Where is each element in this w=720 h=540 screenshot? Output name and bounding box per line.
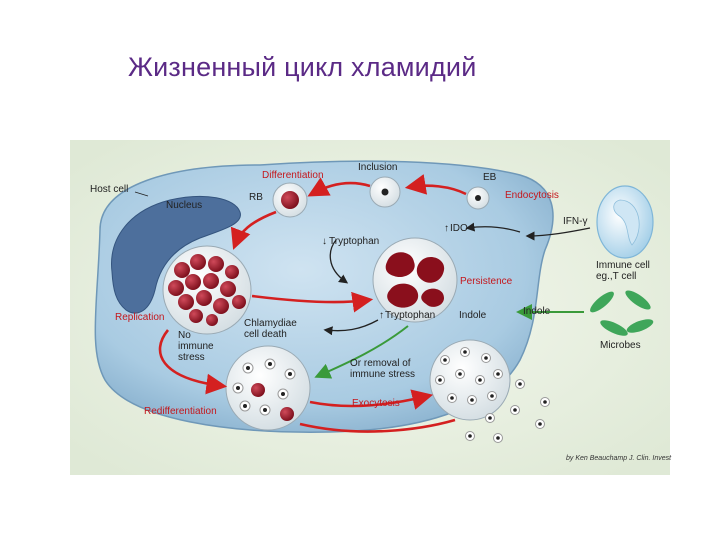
arrow-no-immune-stress — [158, 329, 228, 395]
label-tryptophan-down: Tryptophan — [329, 236, 379, 247]
nucleus — [111, 195, 241, 314]
arrow-tryptophan-to-persistence — [329, 239, 349, 284]
label-persistence: Persistence — [460, 276, 513, 287]
label-ido-arrow: ↑ — [444, 223, 449, 234]
label-removal-2: immune stress — [350, 369, 415, 380]
released-ebs — [435, 347, 550, 443]
label-eb: EB — [483, 172, 497, 183]
red-arrows — [158, 174, 467, 433]
label-tryptophan-down-arrow: ↓ — [322, 236, 327, 247]
label-tryptophan-up: Tryptophan — [385, 310, 435, 321]
immune-cell-nucleus — [613, 199, 640, 246]
label-nucleus: Nucleus — [166, 200, 202, 211]
label-ido: IDO — [450, 223, 468, 234]
arrow-replication-to-persistence — [251, 291, 374, 313]
redifferentiating-bodies — [232, 358, 296, 421]
arrow-rb-to-replication — [230, 210, 277, 250]
label-exocytosis: Exocytosis — [352, 398, 400, 409]
microbe — [625, 290, 651, 310]
label-indole-outer: Indole — [523, 306, 551, 317]
rb-body — [281, 191, 299, 209]
arrow-tryptophan-to-death — [323, 319, 379, 336]
black-arrows — [323, 222, 591, 336]
label-inclusion: Inclusion — [358, 162, 397, 173]
label-no-immune-2: immune — [178, 341, 214, 352]
label-differentiation: Differentiation — [262, 170, 324, 181]
label-tryptophan-up-arrow: ↑ — [379, 310, 384, 321]
credit-line: by Ken Beauchamp J. Clin. Invest — [566, 455, 672, 462]
label-cell-death: cell death — [244, 329, 287, 340]
arrow-exocytosis — [309, 389, 434, 410]
label-chlamydiae: Chlamydiae — [244, 318, 297, 329]
arrow-ido — [465, 222, 521, 233]
label-removal-1: Or removal of — [350, 358, 411, 369]
arrow-endocytosis — [404, 174, 467, 196]
label-host-cell: Host cell — [90, 184, 128, 195]
label-no-immune-1: No — [178, 330, 191, 341]
microbes-group — [590, 290, 654, 336]
arrow-ifn — [525, 227, 591, 241]
label-indole-inner: Indole — [459, 310, 487, 321]
label-microbes: Microbes — [600, 340, 641, 351]
slide-title: Жизненный цикл хламидий — [128, 52, 477, 82]
label-redifferentiation: Redifferentiation — [144, 406, 217, 417]
label-ifn: IFN-γ — [563, 216, 587, 227]
label-immune-cell-example: eg.,T cell — [596, 271, 636, 282]
replicating-rbs — [168, 254, 246, 326]
microbe — [600, 320, 628, 336]
aberrant-bodies — [385, 252, 445, 308]
arrow-release — [299, 418, 456, 433]
label-no-immune-3: stress — [178, 352, 205, 363]
arrow-differentiation — [307, 177, 371, 197]
label-endocytosis: Endocytosis — [505, 190, 559, 201]
label-replication: Replication — [115, 312, 164, 323]
microbe — [626, 319, 654, 333]
label-rb: RB — [249, 192, 263, 203]
microbe — [590, 291, 614, 313]
arrow-removal-immune-stress — [314, 325, 409, 379]
green-arrows — [314, 304, 585, 379]
label-immune-cell: Immune cell — [596, 260, 650, 271]
